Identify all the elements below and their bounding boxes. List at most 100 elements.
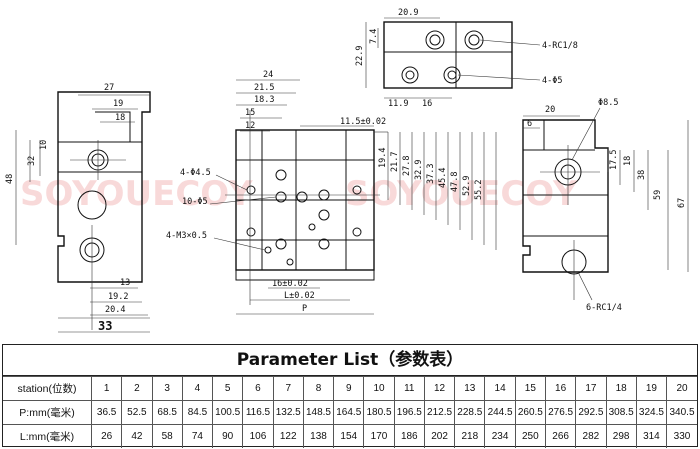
row-header: L:mm(毫米) xyxy=(3,424,92,448)
table-cell: 2 xyxy=(121,376,153,401)
dim-24: 24 xyxy=(263,70,273,80)
callout-4-phi4-5: 4-Φ4.5 xyxy=(180,168,211,178)
dim-16: 16±0.02 xyxy=(272,279,308,289)
table-cell: 266 xyxy=(544,424,577,448)
table-cell: 90 xyxy=(212,424,244,448)
dim-7-4: 7.4 xyxy=(369,29,379,44)
table-cell: 170 xyxy=(363,424,395,448)
table-cell: 138 xyxy=(302,424,335,448)
dim-13: 13 xyxy=(120,278,130,288)
table-cell: 314 xyxy=(635,424,668,448)
dim-55-2: 55.2 xyxy=(474,180,484,200)
table-cell: 15 xyxy=(514,376,546,401)
drawing-svg: SOYOUECOY SOYOUECOY 27 19 18 10 32 48 13 xyxy=(5,8,689,333)
table-cell: 148.5 xyxy=(302,400,335,425)
table-cell: 3 xyxy=(151,376,183,401)
table-cell: 9 xyxy=(333,376,365,401)
row-header: station(位数) xyxy=(3,376,92,401)
table-cell: 202 xyxy=(423,424,456,448)
table-cell: 19 xyxy=(635,376,668,401)
technical-drawing: SOYOUECOY SOYOUECOY 27 19 18 10 32 48 13 xyxy=(5,8,689,333)
table-cell: 218 xyxy=(454,424,486,448)
table-cell: 16 xyxy=(544,376,577,401)
table-cell: 58 xyxy=(151,424,183,448)
table-cell: 250 xyxy=(514,424,546,448)
table-cell: 122 xyxy=(272,424,304,448)
table-cell: 26 xyxy=(90,424,123,448)
dim-47-8: 47.8 xyxy=(450,172,460,192)
dim-20-9: 20.9 xyxy=(398,8,418,18)
callout-4-phi5: 4-Φ5 xyxy=(542,76,562,86)
dim-21-7: 21.7 xyxy=(390,152,400,172)
table-cell: 17 xyxy=(575,376,607,401)
table-cell: 298 xyxy=(605,424,637,448)
dim-59: 59 xyxy=(653,190,663,200)
table-cell: 244.5 xyxy=(484,400,516,425)
table-cell: 42 xyxy=(121,424,153,448)
watermark-2: SOYOUECOY xyxy=(345,174,578,214)
table-cell: 74 xyxy=(181,424,214,448)
row-header: P:mm(毫米) xyxy=(3,400,92,425)
dim-18-right: 18 xyxy=(623,156,633,166)
table-cell: 308.5 xyxy=(605,400,637,425)
dim-32: 32 xyxy=(27,156,37,166)
dim-20-right: 20 xyxy=(545,105,555,115)
table-cell: 13 xyxy=(454,376,486,401)
dim-32-9: 32.9 xyxy=(414,160,424,180)
table-cell: 196.5 xyxy=(393,400,425,425)
dim-37-3: 37.3 xyxy=(426,164,436,184)
dim-17-5: 17.5 xyxy=(609,150,619,170)
table-cell: 106 xyxy=(242,424,274,448)
dim-12: 12 xyxy=(245,121,255,131)
table-cell: 11 xyxy=(393,376,425,401)
table-cell: 5 xyxy=(212,376,244,401)
dim-6: 6 xyxy=(527,119,532,129)
table-cell: 12 xyxy=(423,376,456,401)
dim-19-4: 19.4 xyxy=(378,148,388,168)
table-cell: 14 xyxy=(484,376,516,401)
dim-45-4: 45.4 xyxy=(438,168,448,188)
table-cell: 1 xyxy=(90,376,123,401)
table-cell: 84.5 xyxy=(181,400,214,425)
table-cell: 6 xyxy=(242,376,274,401)
dim-33: 33 xyxy=(98,319,112,333)
dim-27-8: 27.8 xyxy=(402,156,412,176)
dim-48: 48 xyxy=(5,174,15,184)
dim-15: 15 xyxy=(245,108,255,118)
table-cell: 292.5 xyxy=(575,400,607,425)
dim-18-3: 18.3 xyxy=(254,95,274,105)
dim-38: 38 xyxy=(637,170,647,180)
top-view: 20.9 7.4 22.9 11.9 16 4-RC1/8 4-Φ5 xyxy=(355,8,578,109)
dim-10: 10 xyxy=(39,140,49,150)
callout-phi8-5: Φ8.5 xyxy=(598,98,618,108)
table-cell: 10 xyxy=(363,376,395,401)
callout-4-rc1-8: 4-RC1/8 xyxy=(542,41,578,51)
dim-27: 27 xyxy=(104,83,114,93)
dim-22-9: 22.9 xyxy=(355,46,365,66)
table-cell: 7 xyxy=(272,376,304,401)
table-cell: 36.5 xyxy=(90,400,123,425)
table-cell: 212.5 xyxy=(423,400,456,425)
dim-P: P xyxy=(302,304,307,314)
table-cell: 164.5 xyxy=(333,400,365,425)
table-cell: 234 xyxy=(484,424,516,448)
dim-11-9: 11.9 xyxy=(388,99,408,109)
watermark: SOYOUECOY xyxy=(20,174,253,214)
table-cell: 8 xyxy=(302,376,335,401)
table-cell: 154 xyxy=(333,424,365,448)
parameter-list-title: Parameter List（参数表） xyxy=(3,345,697,376)
dim-20-4: 20.4 xyxy=(105,305,125,315)
dim-67: 67 xyxy=(677,198,687,208)
table-cell: 340.5 xyxy=(666,400,697,425)
table-cell: 260.5 xyxy=(514,400,546,425)
table-cell: 18 xyxy=(605,376,637,401)
table-cell: 68.5 xyxy=(151,400,183,425)
left-side-view: 27 19 18 10 32 48 13 19.2 20.4 33 xyxy=(5,83,151,333)
center-front-view: 24 21.5 18.3 15 12 11.5±0.02 19.4 21.7 2… xyxy=(166,70,497,315)
right-side-view: 20 6 17.5 18 38 59 67 Φ8.5 6-RC1/4 xyxy=(522,98,689,313)
